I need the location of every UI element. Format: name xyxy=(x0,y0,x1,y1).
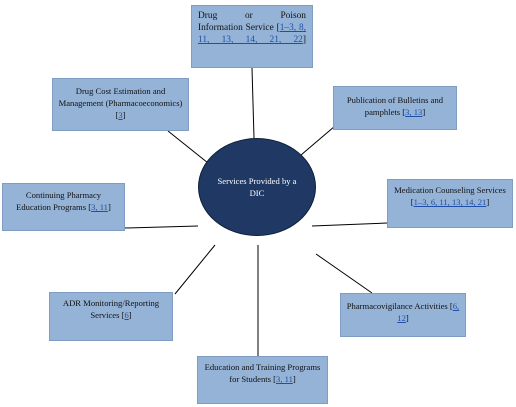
service-label: Education and Training Programs for Stud… xyxy=(204,362,321,384)
connector-adr xyxy=(174,244,216,295)
service-label: Publication of Bulletins and pamphlets [ xyxy=(346,95,444,117)
service-adr-monitoring: ADR Monitoring/Reporting Services [6] xyxy=(49,292,173,341)
service-label: Continuing Pharmacy Education Programs [ xyxy=(16,190,102,212)
connector-dpis xyxy=(251,67,255,139)
reference-link[interactable]: 1–3, 6, 11, 13, 14, 21 xyxy=(413,197,487,207)
center-label: Services Provided by a DIC xyxy=(217,176,297,198)
connector-cpep xyxy=(124,225,199,229)
service-label-line1: Drug or Poison xyxy=(198,11,306,21)
reference-link[interactable]: 3 xyxy=(118,110,123,120)
service-pharmacovigilance: Pharmacovigilance Activities [6, 12] xyxy=(340,293,466,337)
connector-dcem xyxy=(167,130,209,164)
reference-link[interactable]: 3, 11 xyxy=(276,374,293,384)
connector-pub xyxy=(300,125,336,156)
service-label-line2: Information Service [ xyxy=(198,23,280,33)
reference-link[interactable]: 6 xyxy=(124,310,129,320)
reference-link[interactable]: 1–3, 8, 11, 13, 14, 21, 22 xyxy=(198,23,307,45)
reference-link[interactable]: 3, 13 xyxy=(405,107,423,117)
service-label: Drug Cost Estimation and Management (Pha… xyxy=(58,86,183,120)
service-drug-cost-estimation: Drug Cost Estimation and Management (Pha… xyxy=(52,78,189,131)
service-label: Pharmacovigilance Activities [ xyxy=(346,301,453,311)
connector-mcs xyxy=(311,222,388,227)
reference-link[interactable]: 3, 11 xyxy=(91,202,108,212)
service-continuing-pharmacy-education: Continuing Pharmacy Education Programs [… xyxy=(2,183,125,231)
service-drug-poison-information: Drug or Poison Information Service [1–3,… xyxy=(191,5,313,68)
service-education-training: Education and Training Programs for Stud… xyxy=(197,356,328,404)
center-node: Services Provided by a DIC xyxy=(198,138,316,236)
service-label: Medication Counseling Services [ xyxy=(394,185,506,207)
service-label: ADR Monitoring/Reporting Services [ xyxy=(62,298,160,320)
reference-link[interactable]: 6, 12 xyxy=(397,301,460,323)
connector-pv xyxy=(315,253,373,294)
service-medication-counseling: Medication Counseling Services [1–3, 6, … xyxy=(387,179,513,228)
service-publication-bulletins: Publication of Bulletins and pamphlets [… xyxy=(333,86,457,130)
